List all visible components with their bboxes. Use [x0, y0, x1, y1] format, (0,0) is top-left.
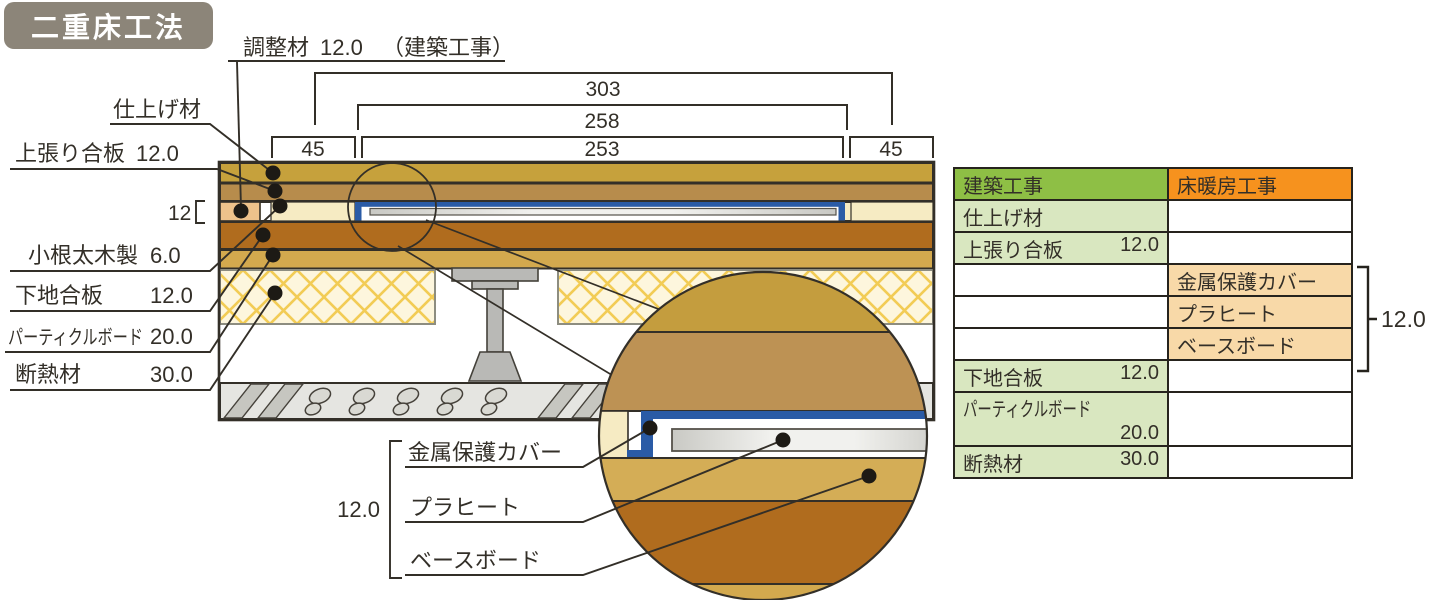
header-floor-heating-work: 床暖房工事 [1167, 167, 1353, 201]
aggregate-ovals [304, 387, 508, 416]
dim-right-edge: 45 [879, 138, 902, 161]
label-adjuster-value: 12.0 [320, 35, 363, 60]
label-metal-cover: 金属保護カバー [408, 440, 562, 465]
label-zone-height: 12 [168, 202, 191, 225]
label-base-plywood-value: 12.0 [150, 283, 193, 308]
table-row: ベースボード [953, 327, 1353, 361]
metal-cover-right-wall [838, 202, 845, 221]
label-baseboard: ベースボード [410, 548, 541, 573]
layer-insulation-left [219, 269, 436, 325]
title-badge: 二重床工法 [4, 2, 213, 49]
label-sleeper: 小根太木製 [28, 243, 138, 268]
dim-center: 253 [584, 138, 619, 161]
label-upper-plywood: 上張り合板 [15, 141, 125, 166]
label-upper-plywood-value: 12.0 [136, 141, 179, 166]
label-adjuster-note: （建築工事） [382, 35, 514, 60]
label-adjuster: 調整材 [243, 35, 309, 60]
detail-callout-dots [642, 420, 877, 484]
table-row: 仕上げ材 [953, 199, 1353, 233]
sleeper-strip-right [850, 201, 934, 222]
expansion-gap [261, 203, 271, 220]
layer-base-plywood [219, 221, 934, 250]
table-row: 金属保護カバー [953, 263, 1353, 297]
support-leg [451, 267, 539, 382]
layer-finish [219, 162, 934, 184]
magnifier-connector-lines [397, 219, 701, 393]
metal-cover-left-wall [355, 202, 362, 221]
label-finish: 仕上げ材 [113, 97, 201, 122]
label-insulation: 断熱材 [15, 362, 81, 387]
label-detail-thickness: 12.0 [337, 497, 380, 522]
magnifier-source-circle [347, 162, 437, 252]
layer-upper-plywood [219, 182, 934, 202]
label-sleeper-value: 6.0 [150, 243, 181, 268]
callout-lines [5, 60, 505, 391]
table-bracket [1357, 265, 1377, 373]
label-insulation-value: 30.0 [150, 362, 193, 387]
label-particle-board-value: 20.0 [150, 324, 193, 349]
dim-overall: 303 [585, 78, 620, 101]
dimension-lines [271, 72, 934, 158]
layer-particle-board [219, 249, 934, 270]
dim-left-edge: 45 [301, 138, 324, 161]
table-row: プラヒート [953, 295, 1353, 329]
label-plaheat: プラヒート [410, 495, 520, 520]
magnifier-detail-circle [597, 270, 929, 600]
table-bracket-value: 12.0 [1381, 306, 1426, 332]
callout-dots [233, 165, 288, 301]
metal-cover-top [355, 202, 845, 207]
header-architecture-work: 建築工事 [953, 167, 1169, 201]
detail-callout-lines [389, 427, 870, 579]
title-badge-label: 二重床工法 [30, 11, 186, 43]
heater-plate [369, 207, 837, 216]
label-particle-board: パーティクルボード [8, 326, 143, 349]
table-header-row: 建築工事 床暖房工事 [953, 167, 1353, 201]
label-base-plywood: 下地合板 [15, 283, 103, 308]
dim-middle: 258 [584, 110, 619, 133]
section-border [217, 160, 936, 422]
